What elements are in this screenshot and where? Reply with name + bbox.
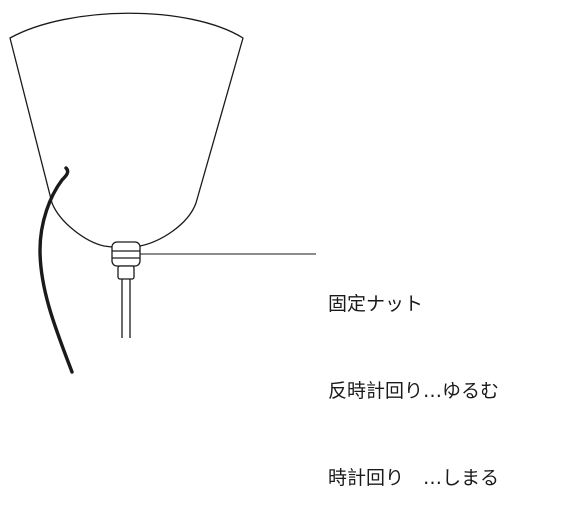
loosen-instruction: 反時計回り…ゆるむ bbox=[328, 380, 500, 402]
part-name-label: 固定ナット bbox=[328, 293, 424, 315]
fixing-nut bbox=[111, 241, 141, 280]
suspension-rod bbox=[121, 279, 131, 338]
lamp-diagram bbox=[9, 12, 316, 374]
lamp-shade bbox=[9, 12, 244, 249]
tighten-instruction: 時計回り …しまる bbox=[328, 467, 500, 489]
power-cord bbox=[38, 166, 74, 374]
callout-text: 固定ナット 反時計回り…ゆるむ 時計回り …しまる bbox=[328, 232, 499, 522]
